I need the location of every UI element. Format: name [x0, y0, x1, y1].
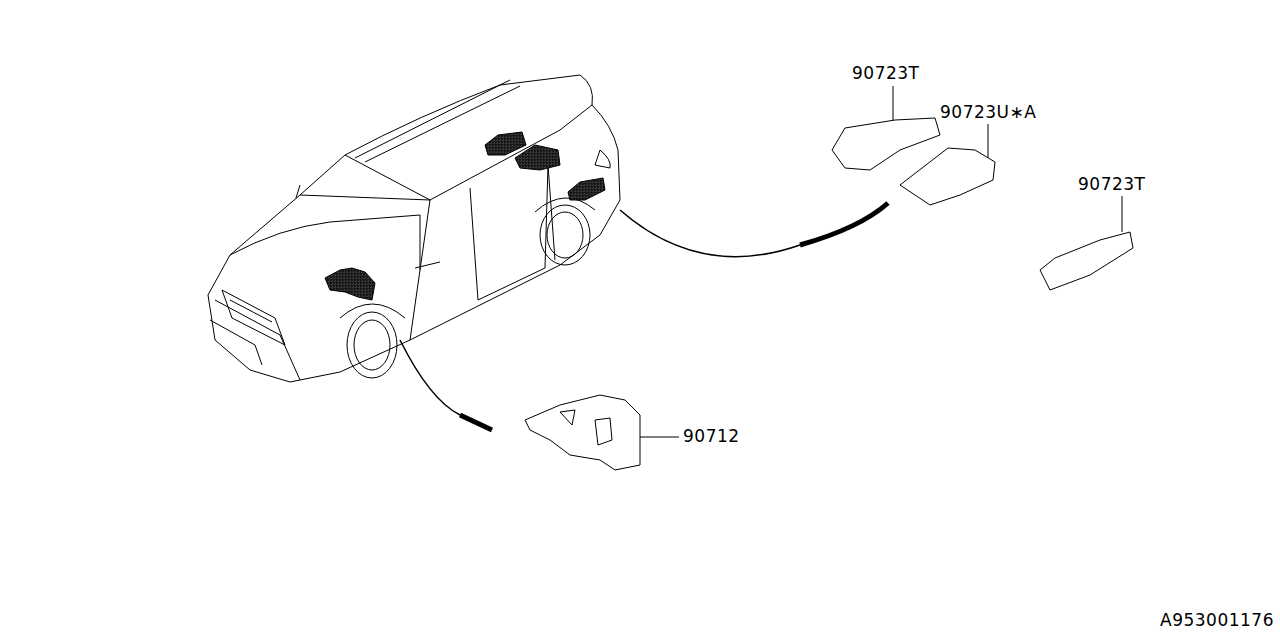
silencer-patch — [325, 132, 605, 300]
callout-curve — [400, 203, 888, 430]
figure-number: A953001176 — [1160, 612, 1274, 629]
part-number: 90723T — [852, 65, 919, 82]
car-outline — [208, 75, 620, 382]
part-outline — [525, 118, 1133, 470]
part-number: 90712 — [683, 428, 740, 445]
part-number: 90723T — [1078, 176, 1145, 193]
leader-line — [640, 86, 1122, 437]
part-number: 90723U∗A — [940, 104, 1036, 121]
